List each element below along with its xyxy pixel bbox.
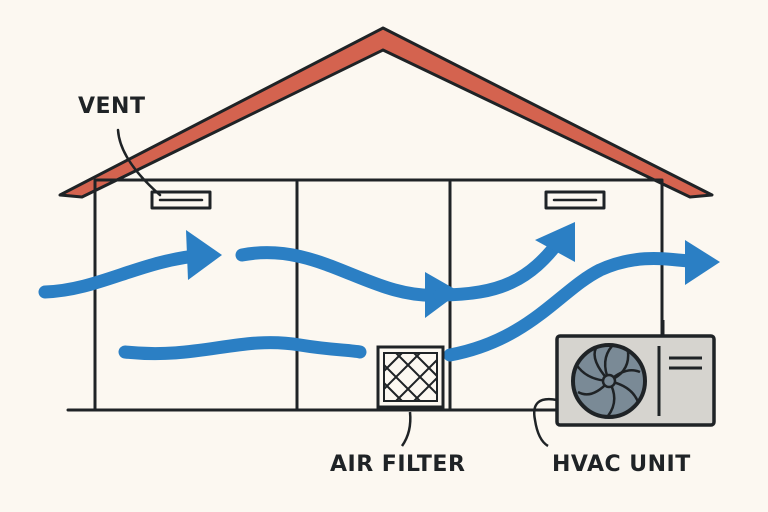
airflow-arrow-5 [443,252,707,362]
vent-left [150,190,212,210]
vent-label: VENT [78,94,146,119]
air-filter-leader-line [400,411,412,447]
airflow-arrow-1-head [186,230,222,280]
hvac-unit-label: HVAC UNIT [552,452,691,477]
airflow-arrow-2 [235,246,447,302]
air-filter-label: AIR FILTER [330,452,466,477]
airflow-arrow-3 [433,233,567,302]
vent-right [544,190,606,210]
roof [58,26,714,199]
hvac-pipe [533,397,558,448]
house [58,26,714,412]
vent-leader-line [116,128,162,197]
air-filter [376,345,445,447]
airflow-arrow-1 [38,248,212,299]
airflow-arrow-3-head [535,222,575,262]
fan-icon [571,343,647,419]
airflow-arrows [38,222,720,362]
hvac-unit [533,320,716,448]
airflow-arrow-4 [118,336,367,361]
airflow-arrow-5-head [685,240,720,285]
